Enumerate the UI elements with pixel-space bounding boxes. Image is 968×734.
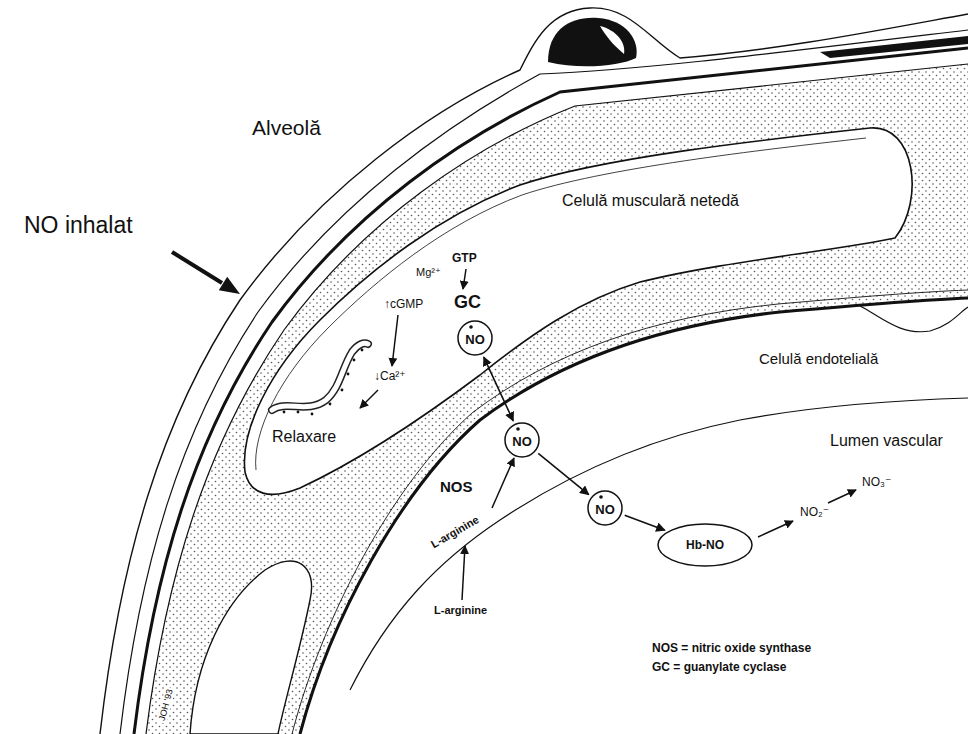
enzyme-label: GC xyxy=(452,292,483,313)
node-text: Hb-NO xyxy=(686,538,724,552)
endothelium-luminal-line xyxy=(350,398,968,690)
neighbour-cell-outline xyxy=(860,306,968,332)
hemoglobin-ellipse: Hb-NO xyxy=(657,523,753,567)
enzyme-label: NOS xyxy=(438,478,475,495)
radical-dot xyxy=(599,495,603,499)
reaction-arrow xyxy=(463,269,466,289)
transport-arrow xyxy=(462,546,465,600)
neighbour-cell-outline xyxy=(190,561,312,734)
inhaled-arrow-shaft xyxy=(172,252,222,283)
effect-label: Relaxare xyxy=(270,428,338,446)
legend-note: NOS = nitric oxide synthase xyxy=(650,642,813,656)
inhaled-arrow-head xyxy=(219,277,240,294)
region-label: Lumen vascular xyxy=(828,432,945,450)
radical-dot xyxy=(469,325,473,329)
cell-process xyxy=(820,36,968,58)
reaction-arrow xyxy=(492,458,514,508)
reaction-arrow xyxy=(828,490,856,503)
radical-dot xyxy=(516,427,520,431)
node-text: NO xyxy=(512,431,532,449)
nucleus-highlight xyxy=(600,26,624,54)
molecule-label: GTP xyxy=(450,252,479,266)
cell-label: Celulă endotelială xyxy=(757,350,880,367)
myosin-dots xyxy=(283,349,364,416)
shape-border xyxy=(588,491,622,525)
no-molecule-circle: NO xyxy=(587,490,623,526)
molecule-label: NO₃⁻ xyxy=(860,476,893,490)
molecule-label: ↑cGMP xyxy=(382,298,425,312)
region-label: Alveolă xyxy=(250,116,323,140)
contractile-fibre-inner xyxy=(272,343,368,410)
cell-label: Celulă musculară netedă xyxy=(560,192,741,210)
shape-border xyxy=(658,524,752,566)
no-molecule-circle: NO xyxy=(457,320,493,356)
reaction-arrow xyxy=(758,521,793,537)
endothelium-basement-line xyxy=(292,290,968,734)
smooth-muscle-cell-outline xyxy=(244,128,912,494)
reaction-arrow xyxy=(392,315,398,366)
ion-label: ↓Ca²⁺ xyxy=(372,370,408,384)
node-text: NO xyxy=(595,499,615,517)
diffusion-arrow xyxy=(484,357,513,421)
contractile-fibre xyxy=(272,343,368,410)
shape-border xyxy=(505,423,539,457)
no-molecule-circle: NO xyxy=(504,422,540,458)
basement-membrane xyxy=(134,48,968,734)
molecule-label: NO₂⁻ xyxy=(798,506,831,520)
node-text: NO xyxy=(465,329,485,347)
reaction-arrow xyxy=(360,390,378,408)
endothelium-basement-membrane xyxy=(300,298,968,734)
alveolar-surface-line xyxy=(100,8,968,734)
shape-border xyxy=(458,321,492,355)
pneumocyte-nucleus xyxy=(548,18,637,67)
epithelium-line xyxy=(120,30,968,734)
diffusion-arrow xyxy=(538,453,589,494)
inhaled-gas-label: NO inhalat xyxy=(22,212,135,238)
interstitium-stipple xyxy=(146,64,968,734)
diffusion-arrow xyxy=(625,515,665,530)
legend-note: GC = guanylate cyclase xyxy=(650,661,788,675)
interstitium-line xyxy=(146,64,968,734)
molecule-label: L-arginine xyxy=(432,604,489,617)
cofactor-label: Mg²⁺ xyxy=(414,266,443,279)
